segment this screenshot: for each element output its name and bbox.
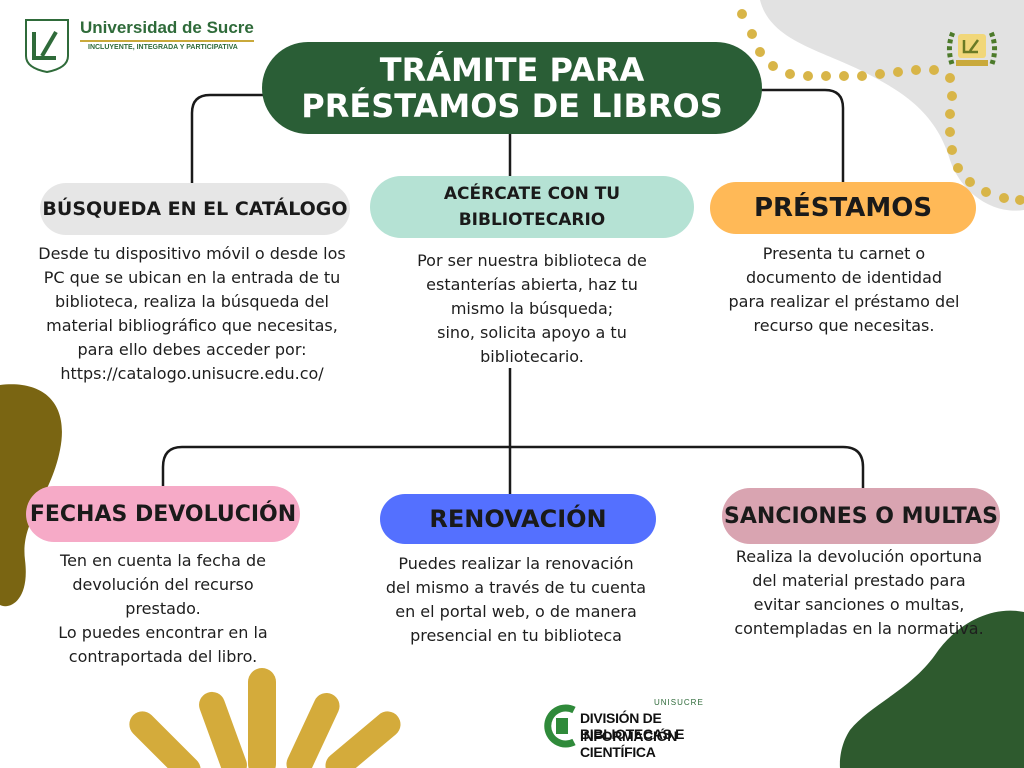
logo-underline <box>80 40 254 42</box>
olive-blob <box>0 384 62 607</box>
university-name: Universidad de Sucre <box>80 18 254 37</box>
node-acercate-text: Por ser nuestra biblioteca de estantería… <box>417 251 647 366</box>
node-prestamos-text: Presenta tu carnet o documento de identi… <box>728 244 960 335</box>
node-renovacion-label: RENOVACIÓN <box>380 494 656 544</box>
node-acercate-label: ACÉRCATE CON TU BIBLIOTECARIO <box>370 176 694 238</box>
node-busqueda-label: BÚSQUEDA EN EL CATÁLOGO <box>40 183 350 235</box>
division-bibliotecas-icon <box>544 704 576 748</box>
university-logo[interactable]: Universidad de Sucre INCLUYENTE, INTEGRA… <box>22 16 272 76</box>
accreditation-seal-icon <box>946 28 998 66</box>
node-sanciones-label: SANCIONES O MULTAS <box>722 488 1000 544</box>
node-renovacion-text: Puedes realizar la renovación del mismo … <box>385 554 647 645</box>
footer-unisucre: UNISUCRE <box>654 698 704 707</box>
footer-line-2: INFORMACIÓN CIENTÍFICA <box>580 728 678 760</box>
unisucre-shield-icon <box>25 19 69 74</box>
division-logo[interactable]: UNISUCRE DIVISIÓN DE BIBLIOTECAS E INFOR… <box>544 698 724 760</box>
node-fechas-label: FECHAS DEVOLUCIÓN <box>26 486 300 542</box>
connector-lines <box>161 88 865 495</box>
node-fechas-text: Ten en cuenta la fecha de devolución del… <box>58 551 268 666</box>
page-title: TRÁMITE PARA PRÉSTAMOS DE LIBROS <box>262 42 762 134</box>
node-prestamos-label: PRÉSTAMOS <box>710 182 976 234</box>
node-sanciones-text: Realiza la devolución oportuna del mater… <box>734 547 984 638</box>
node-busqueda-text: Desde tu dispositivo móvil o desde los P… <box>38 244 346 383</box>
green-blob <box>839 610 1024 768</box>
university-tagline: INCLUYENTE, INTEGRADA Y PARTICIPATIVA <box>88 44 238 51</box>
gold-dots <box>737 9 1024 205</box>
footer-line-1: DIVISIÓN DE BIBLIOTECAS E <box>580 710 685 742</box>
gold-rays <box>129 668 401 768</box>
